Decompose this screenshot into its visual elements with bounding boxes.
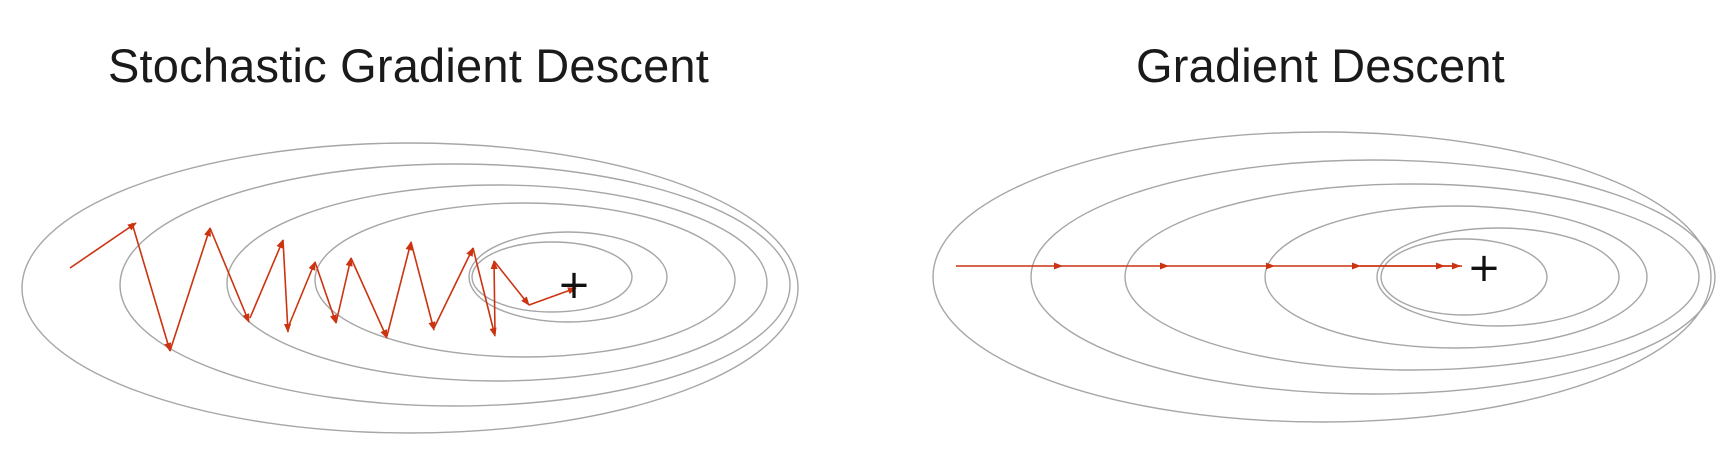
sgd-contour-6 <box>471 241 633 313</box>
sgd-step <box>528 287 577 306</box>
sgd-step <box>350 257 388 339</box>
sgd-step <box>282 239 292 333</box>
sgd-step <box>286 261 316 331</box>
gd-contour-5 <box>1376 227 1620 327</box>
sgd-step <box>209 227 250 323</box>
sgd-title: Stochastic Gradient Descent <box>108 39 710 92</box>
sgd-contour-1 <box>21 142 799 434</box>
sgd-step <box>490 260 498 335</box>
gd-contour-2 <box>1030 159 1716 395</box>
sgd-step <box>335 257 353 324</box>
sgd-step <box>386 241 413 337</box>
sgd-step <box>169 227 211 352</box>
sgd-step <box>69 222 137 269</box>
gd-contour-6 <box>1380 238 1548 316</box>
sgd-contour-3 <box>226 184 768 382</box>
sgd-contours <box>21 142 799 434</box>
gd-contour-3 <box>1124 183 1700 371</box>
sgd-contour-2 <box>119 163 791 407</box>
sgd-step <box>249 239 284 319</box>
sgd-minimum-marker: + <box>557 262 591 308</box>
sgd-step <box>493 260 530 306</box>
gd-minimum-marker: + <box>1467 245 1501 291</box>
gd-contour-1 <box>932 131 1712 423</box>
sgd-path <box>69 222 577 352</box>
gd-contours <box>932 131 1716 423</box>
sgd-step <box>472 247 497 337</box>
sgd-step <box>410 241 436 331</box>
sgd-step <box>314 261 337 324</box>
sgd-step <box>433 247 474 329</box>
sgd-contour-4 <box>314 202 736 358</box>
gd-title: Gradient Descent <box>1136 39 1505 92</box>
sgd-contour-5 <box>468 231 668 323</box>
sgd-step <box>131 222 172 352</box>
gd-contour-4 <box>1264 205 1648 349</box>
